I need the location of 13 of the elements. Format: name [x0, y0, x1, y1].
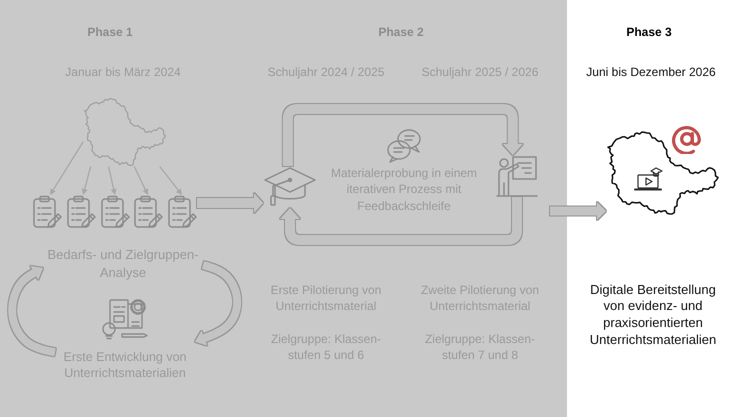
- arrow: [82, 166, 92, 195]
- arrow: [134, 166, 148, 195]
- arrow: [160, 166, 182, 195]
- date-range: Juni bis Dezember 2026: [586, 64, 716, 80]
- arrow: [50, 141, 84, 195]
- outcome-description: Digitale Bereitstellung von evidenz- und praxisorientierten Unterrichtsmaterialien: [589, 282, 717, 348]
- block-arrow: [550, 202, 606, 220]
- phase-heading: Phase 3: [626, 24, 672, 40]
- block-arrow: [197, 193, 263, 213]
- phase-heading: Phase 1: [86, 24, 134, 40]
- arrow: [108, 166, 117, 195]
- cycle-arrow: [280, 197, 522, 245]
- phase-heading: Phase 2: [378, 24, 424, 40]
